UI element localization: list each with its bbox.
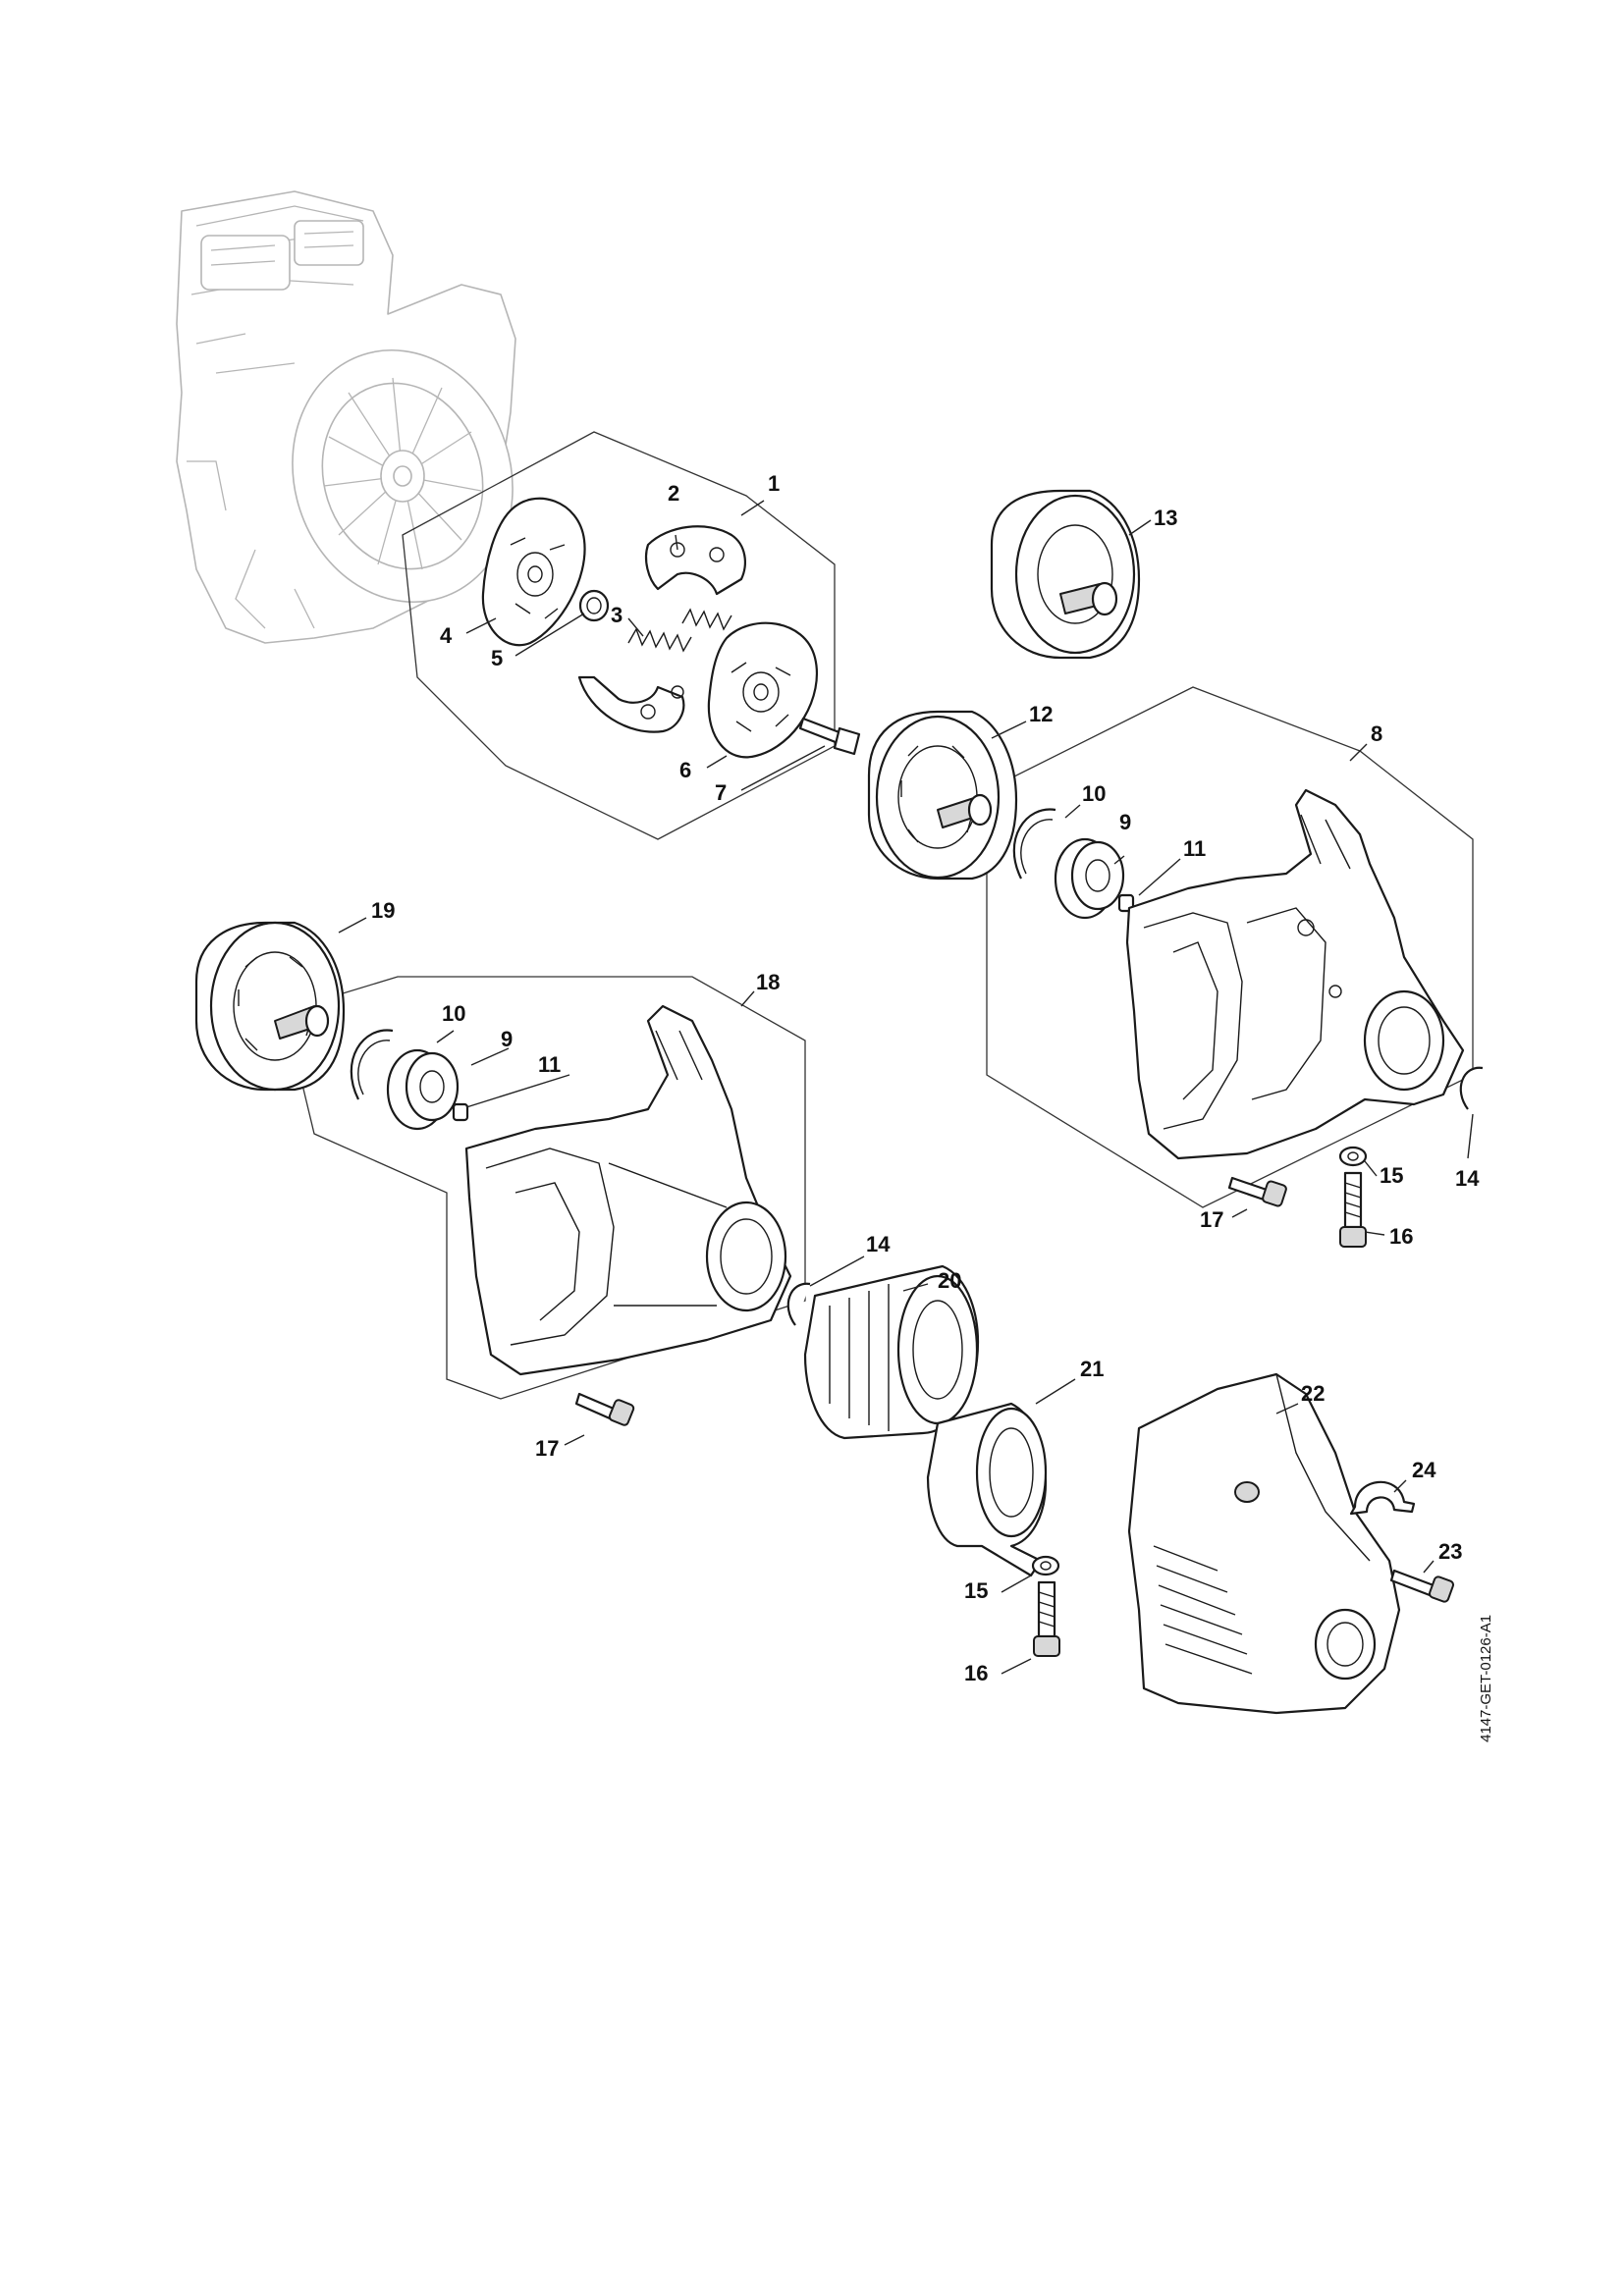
clutch-drum-19 [194, 921, 346, 1092]
cover-22 [1127, 1372, 1401, 1715]
callout-6: 6 [679, 758, 691, 782]
callout-2: 2 [668, 481, 679, 506]
clutch-carrier-plate-front [707, 621, 818, 759]
clutch-spring-left [627, 627, 692, 653]
callout-20: 20 [938, 1268, 961, 1293]
callout-5: 5 [491, 646, 503, 670]
socket-screw-16-upper [1339, 1171, 1367, 1248]
callout-7: 7 [715, 780, 727, 805]
ball-bearing-9-lower [386, 1048, 460, 1131]
group-frame-housing-8 [986, 686, 1474, 1208]
callout-14-center: 14 [866, 1232, 891, 1256]
washer-15-lower [1031, 1555, 1060, 1576]
callout-16-upper: 16 [1389, 1224, 1413, 1249]
washer-15-upper [1338, 1146, 1368, 1167]
callout-22: 22 [1301, 1381, 1325, 1406]
ball-bearing-9-upper [1054, 837, 1125, 920]
clamp-sleeve-21 [926, 1402, 1048, 1577]
callout-18: 18 [756, 970, 780, 994]
callout-4: 4 [440, 623, 453, 648]
clip-24 [1349, 1480, 1416, 1516]
callout-17-upper: 17 [1200, 1207, 1223, 1232]
circlip-10-upper [1012, 808, 1056, 880]
callout-11-upper: 11 [1183, 836, 1206, 861]
leader-lines [338, 500, 1474, 1675]
clutch-drum-12 [867, 710, 1018, 881]
callout-10-lower: 10 [442, 1001, 465, 1026]
clutch-drum-13 [990, 489, 1141, 660]
snap-ring-14-center [786, 1282, 811, 1326]
callout-9-upper: 9 [1119, 810, 1131, 834]
washer-5 [578, 589, 610, 622]
clutch-shoe-lower [577, 675, 685, 733]
callout-3: 3 [611, 603, 623, 627]
callout-23: 23 [1438, 1539, 1462, 1564]
circlip-10-lower [350, 1029, 394, 1100]
screw-17-upper [1227, 1176, 1287, 1207]
clutch-housing-18 [464, 1004, 792, 1376]
damping-sleeve-20 [803, 1264, 979, 1440]
callout-9-lower: 9 [501, 1027, 513, 1051]
engine-illustration [176, 190, 516, 644]
clutch-carrier-plate-rear [481, 497, 586, 647]
callout-1: 1 [768, 471, 780, 496]
callout-17-lower: 17 [535, 1436, 559, 1461]
callout-10-upper: 10 [1082, 781, 1106, 806]
clutch-shoe-upper [644, 525, 746, 596]
callout-19: 19 [371, 898, 395, 923]
callout-24: 24 [1412, 1458, 1436, 1482]
callout-13: 13 [1154, 506, 1177, 530]
callout-12: 12 [1029, 702, 1053, 726]
callout-16-lower: 16 [964, 1661, 988, 1685]
callout-8: 8 [1371, 721, 1382, 746]
screw-23 [1389, 1569, 1455, 1603]
screw-7 [798, 717, 861, 756]
callout-11-lower: 11 [538, 1052, 561, 1077]
callout-labels: 1 2 3 4 5 6 7 8 9 10 11 12 13 14 15 16 1… [371, 471, 1480, 1685]
clutch-housing-8 [1125, 788, 1465, 1160]
reference-code: 4147-GET-0126-A1 [1478, 1615, 1494, 1742]
sleeve-11-lower [452, 1102, 469, 1122]
callout-14-right: 14 [1455, 1166, 1480, 1191]
callout-15-upper: 15 [1380, 1163, 1403, 1188]
callout-15-lower: 15 [964, 1578, 988, 1603]
snap-ring-14-right [1459, 1066, 1484, 1110]
clutch-spring-right [681, 608, 732, 631]
callout-21: 21 [1080, 1357, 1104, 1381]
socket-screw-16-lower [1033, 1580, 1060, 1657]
screw-17-lower [574, 1392, 635, 1426]
